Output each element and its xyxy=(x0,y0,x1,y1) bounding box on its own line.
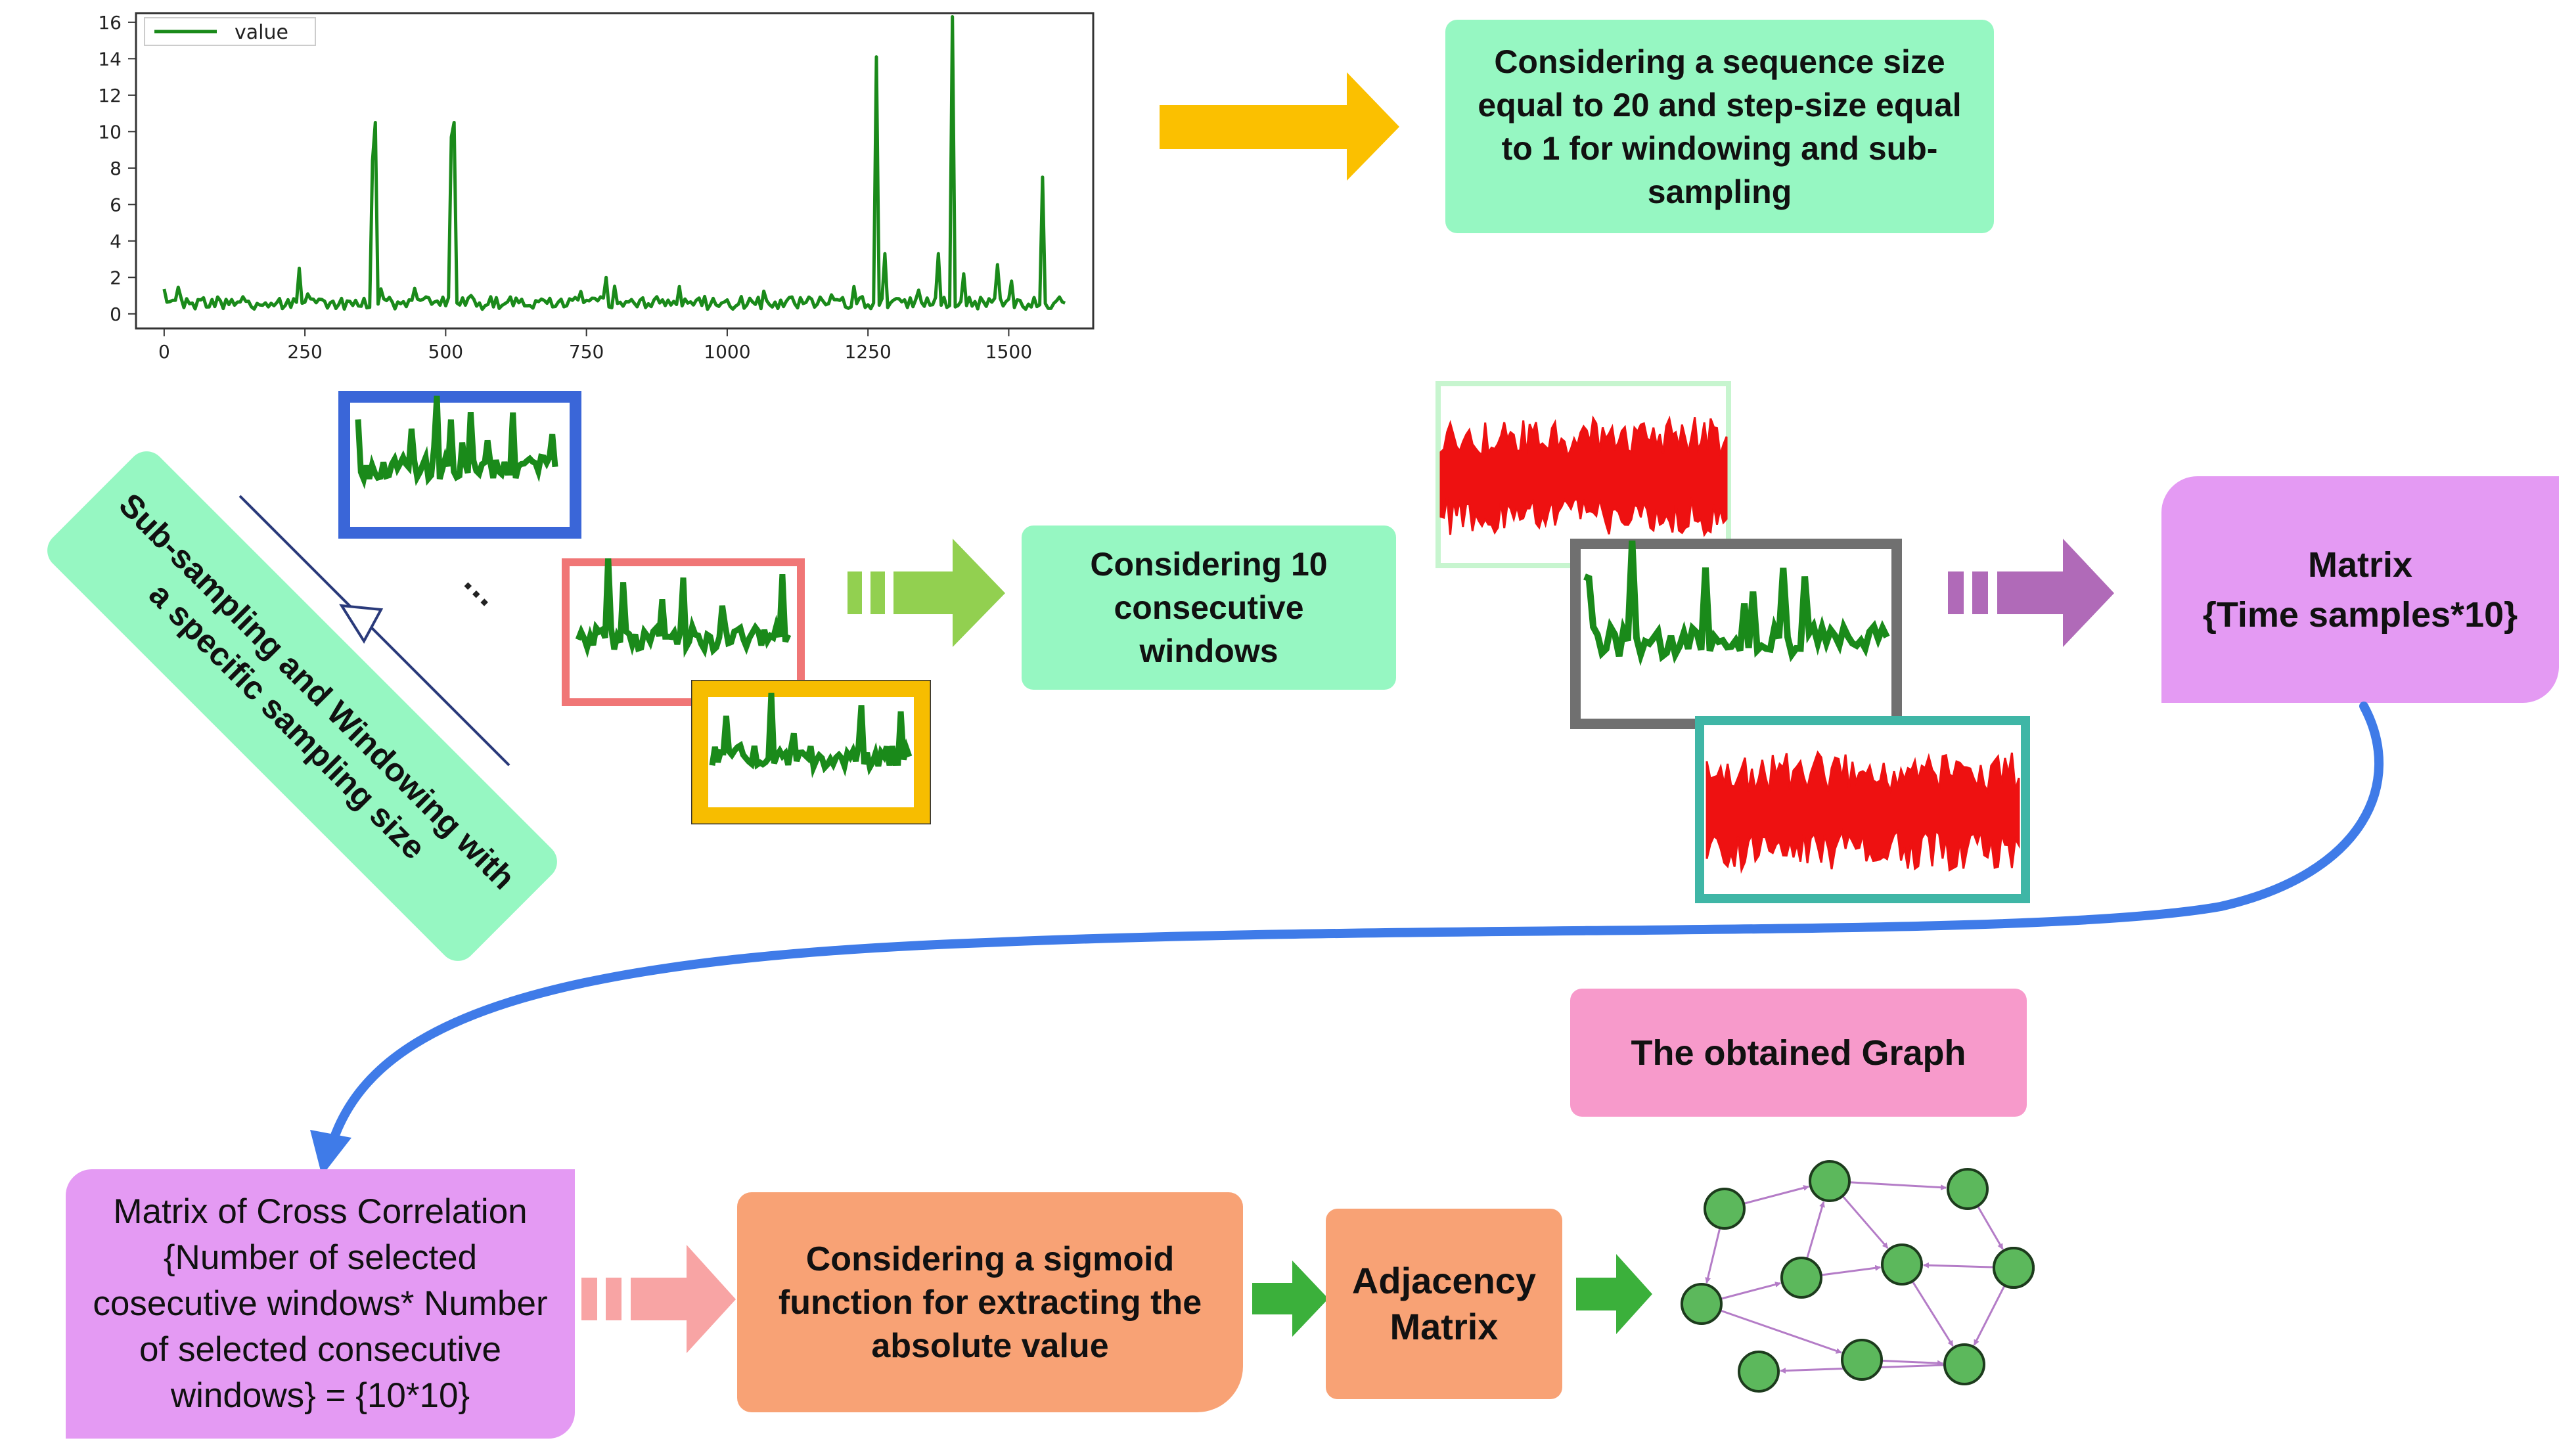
graph-node xyxy=(1993,1247,2035,1289)
green-arrow-2 xyxy=(1576,1254,1652,1334)
y-tick-label: 4 xyxy=(110,231,122,252)
y-tick-label: 10 xyxy=(98,121,122,143)
y-tick-label: 14 xyxy=(98,48,122,70)
graph-edge xyxy=(1973,1285,2006,1346)
obtained-graph xyxy=(1681,1160,2035,1393)
graph-node xyxy=(1809,1160,1851,1202)
graph-edge xyxy=(1911,1280,1954,1347)
graph-edge xyxy=(1805,1201,1825,1259)
sigmoid-box: Considering a sigmoid function for extra… xyxy=(737,1192,1243,1412)
x-tick-label: 1000 xyxy=(704,341,750,363)
graph-node xyxy=(1947,1168,1989,1210)
graph-edge xyxy=(1705,1227,1721,1284)
graph-node xyxy=(1704,1188,1746,1230)
window-thumbnail-salmon xyxy=(562,558,805,706)
sequence-note-box: Considering a sequence size equal to 20 … xyxy=(1445,20,1994,233)
green-arrow-1 xyxy=(1252,1261,1328,1337)
value-series-line xyxy=(162,15,1066,311)
graph-node xyxy=(1841,1339,1883,1381)
graph-node xyxy=(1943,1343,1985,1385)
graph-edge xyxy=(1922,1262,1995,1268)
y-tick-label: 6 xyxy=(110,194,122,215)
purple-dashed-arrow xyxy=(1948,539,2114,647)
graph-edge xyxy=(1720,1282,1782,1300)
x-tick-label: 1250 xyxy=(845,341,892,363)
chart-plot-area xyxy=(135,12,1095,330)
x-tick-label: 0 xyxy=(158,341,170,363)
matrix-window-teal xyxy=(1695,716,2030,903)
graph-edge xyxy=(1820,1265,1882,1276)
chart-legend: value xyxy=(144,17,316,46)
y-tick-label: 12 xyxy=(98,85,122,106)
pink-dashed-arrow xyxy=(581,1245,736,1353)
yellow-arrow xyxy=(1160,72,1399,181)
graph-edge xyxy=(1743,1185,1810,1205)
yellow-arrow-shape xyxy=(1160,72,1399,181)
y-tick-label: 16 xyxy=(98,12,122,34)
obtained-graph-title: The obtained Graph xyxy=(1570,989,2027,1117)
legend-label: value xyxy=(235,21,288,44)
cross-correlation-box: Matrix of Cross Correlation {Number of s… xyxy=(66,1169,575,1439)
graph-node xyxy=(1780,1257,1822,1299)
lime-dashed-arrow xyxy=(847,539,1005,647)
graph-node xyxy=(1681,1283,1723,1325)
graph-edge xyxy=(1976,1205,2004,1250)
x-tick-label: 750 xyxy=(569,341,604,363)
adjacency-matrix-box: Adjacency Matrix xyxy=(1326,1209,1562,1399)
x-tick-label: 1500 xyxy=(985,341,1032,363)
graph-edge xyxy=(1842,1195,1889,1249)
subsampling-direction-arrow xyxy=(238,495,510,767)
graph-edge xyxy=(1849,1181,1947,1191)
graph-edge xyxy=(1881,1359,1944,1366)
window-thumbnail-blue xyxy=(338,391,581,539)
matrix-window-gray xyxy=(1570,539,1902,729)
y-tick-label: 8 xyxy=(110,158,122,179)
graph-node xyxy=(1881,1243,1923,1286)
window-thumbnail-yellow xyxy=(691,680,931,824)
matrix-time-samples-box: Matrix {Time samples*10} xyxy=(2161,476,2559,703)
graph-edge xyxy=(1719,1309,1842,1354)
graph-node xyxy=(1738,1351,1780,1393)
matrix-window-red-top xyxy=(1435,381,1731,568)
y-tick-label: 0 xyxy=(110,303,122,325)
y-tick-label: 2 xyxy=(110,267,122,288)
time-series-chart: 0 2 4 6 8 10 12 14 16 0 250 500 750 1000 1250 1500 val… xyxy=(98,12,1095,363)
x-tick-label: 250 xyxy=(287,341,322,363)
ten-windows-box: Considering 10 consecutive windows xyxy=(1022,526,1396,690)
x-tick-label: 500 xyxy=(428,341,463,363)
